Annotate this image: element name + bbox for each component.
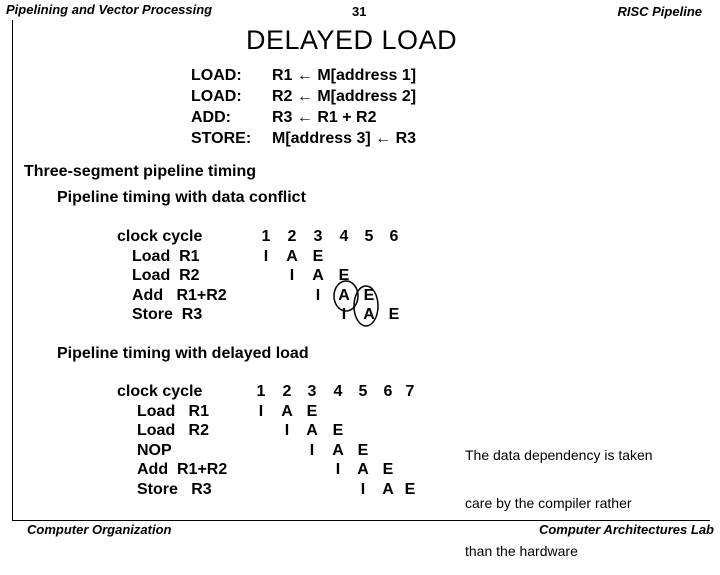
instruction-label: Store R3	[137, 480, 212, 498]
instruction-label: Load R2	[137, 422, 210, 439]
instruction-op: ADD:	[191, 109, 231, 126]
stage-cell: E	[382, 461, 394, 478]
stage-cell: E	[312, 247, 324, 265]
stage-cell: I	[315, 286, 321, 304]
stage-cell: A	[286, 247, 298, 265]
clock-cycle-label: clock cycle	[117, 228, 203, 245]
note-line: than the hardware	[465, 543, 578, 559]
instruction-expr: R2 ← M[address 2]	[272, 88, 417, 105]
instruction-op: LOAD:	[191, 88, 242, 105]
clock-number: 1	[256, 383, 266, 400]
stage-cell: E	[388, 306, 400, 323]
clock-cycle-label: clock cycle	[117, 383, 203, 400]
instruction-expr: R3 ← R1 + R2	[272, 109, 377, 126]
instruction-label: Load R1	[137, 402, 210, 420]
stage-cell: E	[404, 480, 416, 498]
instruction-label: Add R1+R2	[132, 286, 227, 304]
stage-cell: A	[363, 306, 375, 323]
instruction-label: Load R1	[132, 247, 200, 265]
stage-cell: I	[284, 422, 290, 439]
clock-number: 5	[364, 228, 374, 245]
footer-left: Computer Organization	[27, 522, 172, 537]
clock-number: 5	[358, 383, 368, 400]
footer-right: Computer Architectures Lab	[538, 522, 714, 537]
bottom-rule	[12, 520, 710, 521]
clock-number: 6	[383, 383, 393, 400]
clock-number: 6	[389, 228, 399, 245]
conflict-heading: Pipeline timing with data conflict	[57, 189, 306, 206]
delayed-heading: Pipeline timing with delayed load	[57, 345, 309, 362]
stage-cell: E	[306, 402, 318, 420]
clock-number: 2	[282, 383, 292, 400]
stage-cell: I	[360, 480, 366, 498]
instruction-expr: M[address 3] ← R3	[272, 130, 417, 147]
conflict-circle-b	[353, 285, 379, 327]
stage-cell: I	[335, 461, 341, 478]
clock-number: 3	[307, 383, 317, 400]
stage-cell: I	[341, 306, 347, 323]
clock-number: 1	[261, 228, 271, 245]
instruction-op: LOAD:	[191, 67, 242, 84]
conflict-circle-a	[333, 280, 359, 312]
conflict-highlight	[333, 280, 379, 327]
stage-cell: A	[312, 267, 324, 284]
stage-cell: E	[332, 422, 344, 439]
left-rule	[12, 20, 13, 520]
stage-cell: I	[289, 267, 295, 284]
clock-number: 3	[313, 228, 323, 245]
instruction-op: STORE:	[191, 130, 252, 147]
instruction-label: NOP	[137, 441, 172, 459]
instruction-label: Add R1+R2	[137, 461, 228, 478]
note-text: The data dependency is taken care by the…	[465, 415, 653, 575]
stage-cell: A	[306, 422, 318, 439]
clock-number: 4	[333, 383, 343, 400]
note-line: The data dependency is taken	[465, 447, 653, 463]
section-heading: Three-segment pipeline timing	[24, 163, 257, 180]
page-title: DELAYED LOAD	[246, 25, 458, 55]
stage-cell: I	[263, 247, 269, 265]
clock-number: 4	[339, 228, 349, 245]
page-number: 31	[352, 4, 367, 19]
stage-cell: E	[357, 441, 369, 459]
stage-cell: A	[281, 402, 293, 420]
clock-number: 7	[405, 383, 415, 400]
instruction-label: Load R2	[132, 267, 200, 284]
note-line: care by the compiler rather	[465, 495, 632, 511]
clock-number: 2	[287, 228, 297, 245]
stage-cell: I	[309, 441, 315, 459]
stage-cell: E	[363, 286, 375, 304]
stage-cell: A	[357, 461, 369, 478]
stage-cell: A	[382, 480, 394, 498]
instruction-label: Store R3	[132, 306, 203, 323]
stage-cell: A	[332, 441, 344, 459]
stage-cell: A	[338, 286, 350, 304]
instruction-expr: R1 ← M[address 1]	[272, 67, 417, 84]
header-right: RISC Pipeline	[617, 4, 702, 19]
stage-cell: I	[258, 402, 264, 420]
stage-cell: E	[338, 267, 350, 284]
header-left: Pipelining and Vector Processing	[6, 2, 213, 17]
